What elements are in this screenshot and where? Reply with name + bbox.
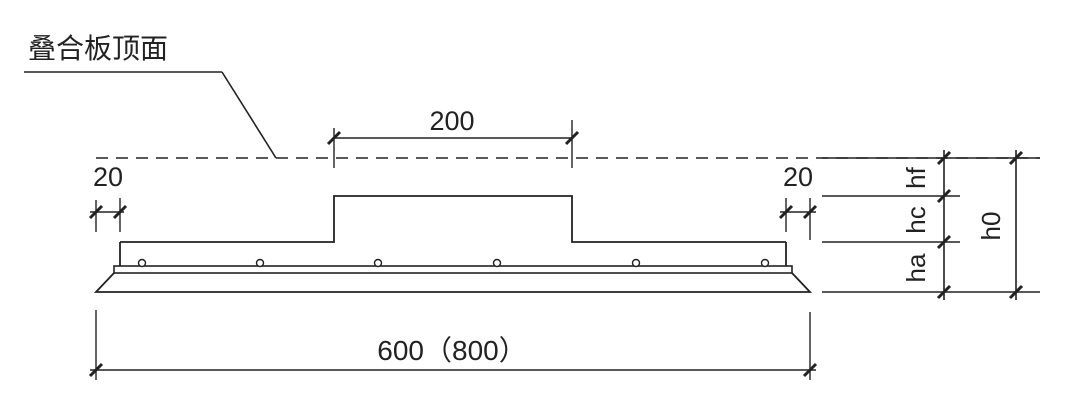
rebar-circle [760,258,770,268]
right-edge-dimension: 20 [783,162,813,192]
hc-label: hc [901,206,931,233]
tick-mark [802,362,818,378]
tick-mark [802,204,818,220]
tick-mark [88,204,104,220]
tick-mark [88,362,104,378]
tick-mark [936,188,952,204]
tick-mark [112,204,128,220]
slab-top-outline [120,195,786,243]
hf-label: hf [901,166,931,188]
rebar-circle [492,258,502,268]
tick-mark [1008,284,1024,300]
rebar-circle [255,258,265,268]
leader-line [221,71,277,159]
left-edge-dimension: 20 [93,162,123,192]
rebar-circle [373,258,383,268]
tick-mark [936,234,952,250]
top-surface-label: 叠合板顶面 [28,32,168,65]
tick-mark [564,130,580,146]
total-width-dimension: 600（800） [377,335,526,366]
rebar-circle [631,258,641,268]
rib-width-dimension: 200 [429,106,474,136]
precast-slab-bottom [93,272,813,293]
tick-mark [1008,150,1024,166]
rebar-circle [137,258,147,268]
ha-label: ha [901,253,931,282]
tick-mark [936,284,952,300]
tick-mark [936,150,952,166]
rebar-strip [113,265,793,274]
tick-mark [326,130,342,146]
tick-mark [778,204,794,220]
h0-label: h0 [976,212,1006,241]
